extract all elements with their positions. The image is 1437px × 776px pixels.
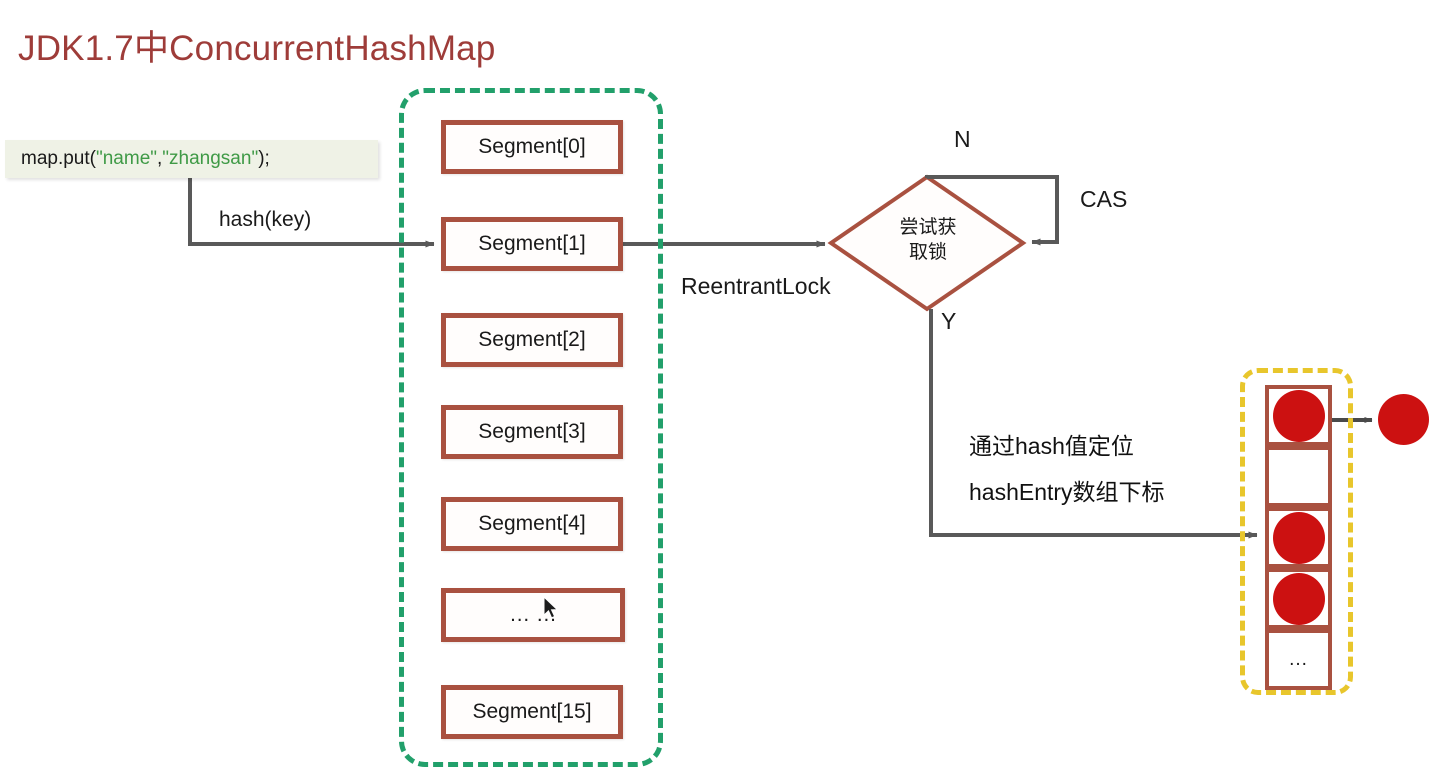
- code-prefix: map.put(: [21, 148, 96, 169]
- hashentry-cell-4[interactable]: ...: [1265, 629, 1332, 690]
- segment-1[interactable]: Segment[1]: [441, 217, 623, 271]
- label-branch-yes: Y: [941, 308, 957, 334]
- hashentry-cell-0[interactable]: [1265, 385, 1332, 446]
- code-suffix: );: [258, 148, 270, 169]
- label-cas: CAS: [1080, 186, 1128, 212]
- segment-3[interactable]: Segment[3]: [441, 405, 623, 459]
- decision-label-line2: 取锁: [908, 242, 947, 263]
- hash-locate-annotation: 通过hash值定位 hashEntry数组下标: [969, 423, 1165, 515]
- label-branch-no: N: [954, 126, 971, 152]
- decision-label: 尝试获 取锁: [890, 215, 966, 265]
- label-hash-key: hash(key): [219, 208, 312, 231]
- segment-2[interactable]: Segment[2]: [441, 313, 623, 367]
- page-title: JDK1.7中ConcurrentHashMap: [18, 29, 496, 68]
- code-comma: ,: [157, 148, 163, 169]
- hashentry-array-container: [1240, 368, 1353, 695]
- segment-array-container: [399, 88, 663, 767]
- hashentry-node-icon: [1272, 389, 1325, 442]
- annotation-line1: 通过hash值定位: [969, 433, 1134, 459]
- hashentry-linked-node: [1378, 394, 1429, 445]
- mouse-cursor-icon: [544, 597, 559, 619]
- hashentry-cell-3[interactable]: [1265, 568, 1332, 629]
- segment-0[interactable]: Segment[0]: [441, 120, 623, 174]
- segment-4[interactable]: Segment[4]: [441, 497, 623, 551]
- decision-label-line1: 尝试获: [899, 217, 957, 238]
- annotation-line2: hashEntry数组下标: [969, 479, 1165, 505]
- label-reentrant-lock: ReentrantLock: [681, 273, 831, 299]
- code-callout: map.put("name","zhangsan");: [5, 140, 378, 178]
- code-arg-key: "name": [95, 148, 158, 169]
- hashentry-cell-ellipsis-label: ...: [1289, 648, 1308, 670]
- hashentry-node-icon: [1272, 572, 1325, 625]
- hashentry-cell-1[interactable]: [1265, 446, 1332, 507]
- code-arg-value: "zhangsan": [162, 148, 259, 169]
- hashentry-cell-2[interactable]: [1265, 507, 1332, 568]
- hashentry-node-icon: [1272, 511, 1325, 564]
- segment-ellipsis[interactable]: … …: [441, 588, 625, 642]
- segment-15[interactable]: Segment[15]: [441, 685, 623, 739]
